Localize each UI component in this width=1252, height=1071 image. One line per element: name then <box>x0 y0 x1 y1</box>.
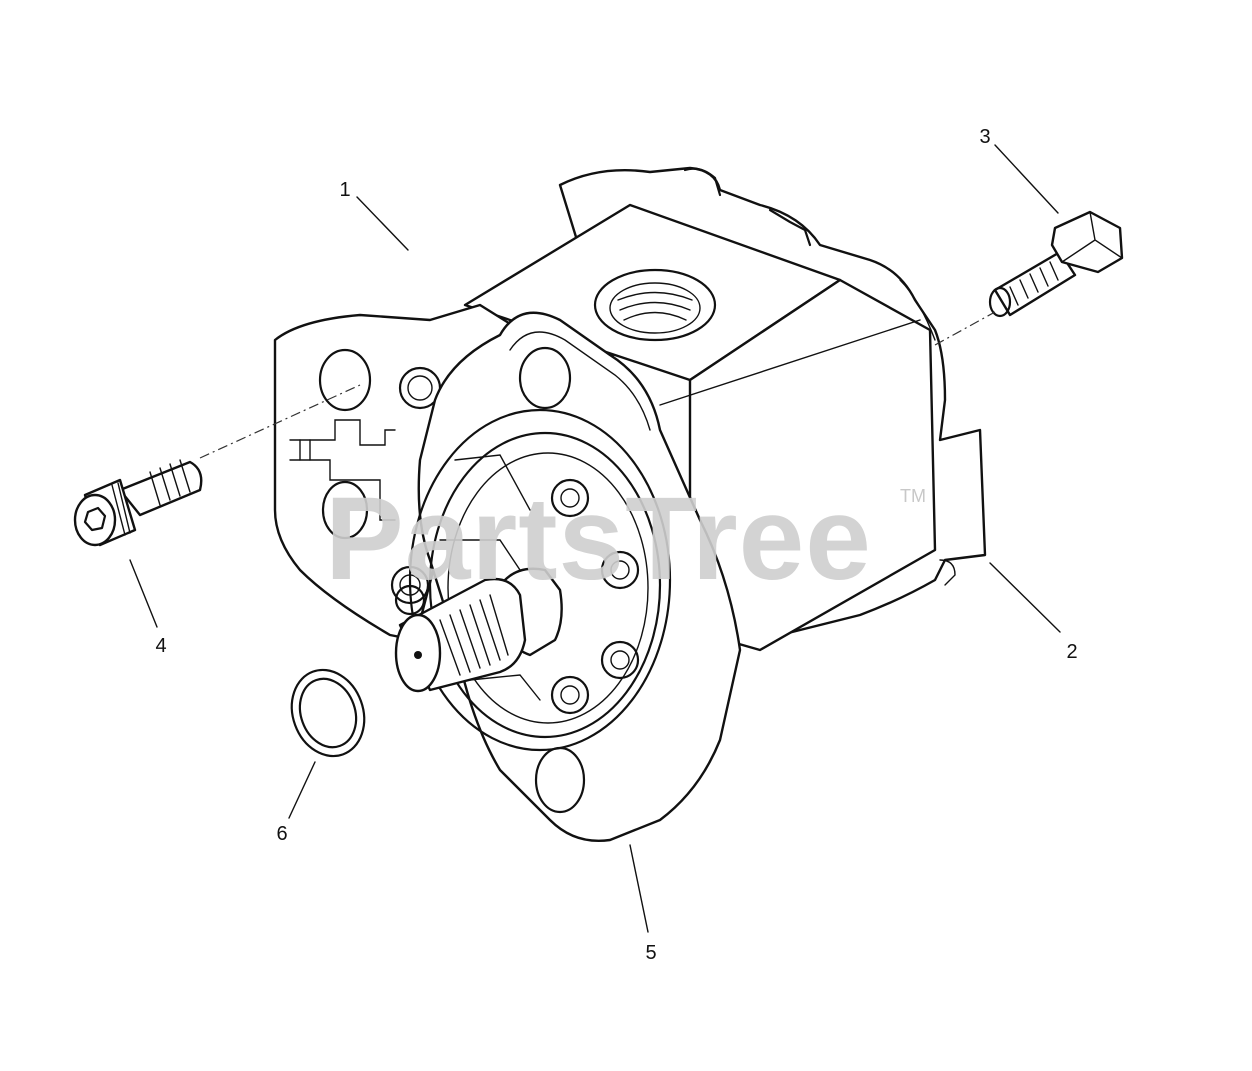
leader-lines <box>129 144 1061 933</box>
rear-cover-edge <box>939 559 956 586</box>
watermark: PartsTree <box>325 473 872 605</box>
watermark-trademark: TM <box>900 486 926 506</box>
callout-6[interactable]: 6 <box>276 823 288 845</box>
callout-2[interactable]: 2 <box>1066 641 1078 663</box>
callout-1[interactable]: 1 <box>339 179 351 201</box>
socket-cap-screw <box>73 459 203 547</box>
alignment-line-left <box>199 384 361 459</box>
callout-4[interactable]: 4 <box>155 635 167 657</box>
hex-bolt <box>988 210 1124 318</box>
alignment-line-right <box>934 311 996 346</box>
front-flange <box>394 311 742 842</box>
o-ring <box>290 668 366 758</box>
callout-3[interactable]: 3 <box>979 126 991 148</box>
callout-5[interactable]: 5 <box>645 942 657 964</box>
